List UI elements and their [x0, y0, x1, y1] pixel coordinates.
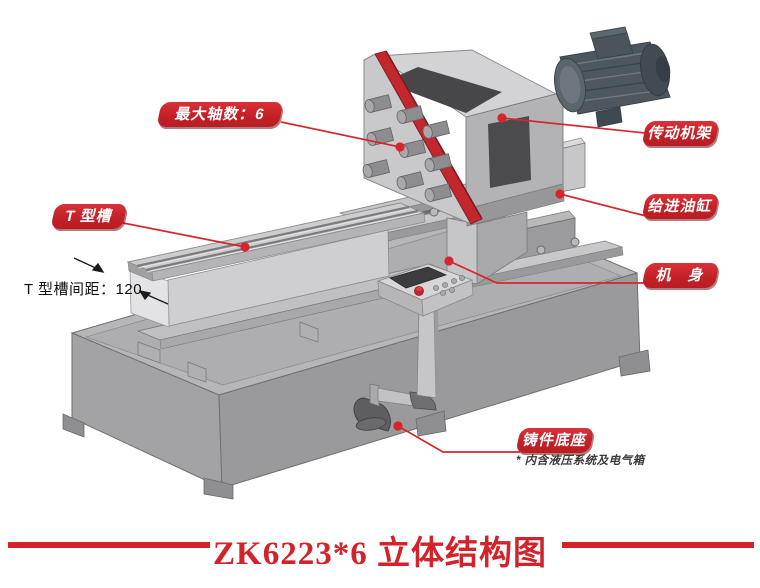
label-machine-body: 机 身: [641, 263, 720, 288]
motor: [554, 26, 671, 128]
t-slot-groove: [145, 209, 419, 272]
leader-t-slot: [122, 222, 246, 248]
leader-lines: [122, 117, 647, 453]
spindles: [362, 94, 453, 202]
gearbox: [375, 49, 565, 227]
pendant-button: [449, 287, 455, 293]
t-slot-table: [126, 202, 454, 383]
t-slot-groove: [136, 205, 410, 268]
motor-junction-box: [591, 32, 634, 60]
base-foot: [203, 477, 234, 500]
dimension-arrows: [73, 257, 169, 305]
leader-feed-cylinder: [559, 193, 647, 217]
leader-dots: [240, 113, 565, 431]
label-feed-cylinder: 给进油缸: [641, 194, 720, 219]
base-foot: [618, 349, 651, 377]
leader-max-axes: [280, 121, 401, 148]
rail-bolt: [536, 245, 546, 255]
label-transmission-frame: 传动机架: [641, 121, 720, 146]
rail-bolt: [570, 237, 580, 247]
control-pendant: [353, 263, 474, 432]
cast-base-note: * 内含液压系统及电气箱: [516, 455, 645, 467]
pendant-button: [459, 275, 465, 281]
pendant-button: [442, 282, 448, 288]
pendant-screen: [389, 266, 448, 289]
base-foot: [415, 410, 447, 437]
pendant-button: [433, 285, 439, 291]
title-rule-right: [562, 542, 754, 548]
base-foot: [62, 413, 85, 438]
label-t-slot: T 型槽: [50, 204, 128, 229]
leader-cast-base: [397, 425, 520, 453]
diagram-title: ZK6223*6 立体结构图: [213, 536, 547, 572]
leader-transmission: [501, 117, 646, 134]
gearbox-top-window: [384, 67, 502, 113]
gearbox-side-window: [488, 116, 531, 188]
pendant-button: [440, 290, 446, 296]
label-cast-base: 铸件底座: [515, 428, 595, 453]
t-slot-spacing-dimension: T 型槽间距：120: [24, 281, 143, 298]
label-max-axes: 最大轴数：6: [156, 102, 284, 127]
title-rule-left: [8, 542, 210, 548]
leader-machine-body: [448, 260, 646, 284]
pendant-button: [451, 278, 457, 284]
